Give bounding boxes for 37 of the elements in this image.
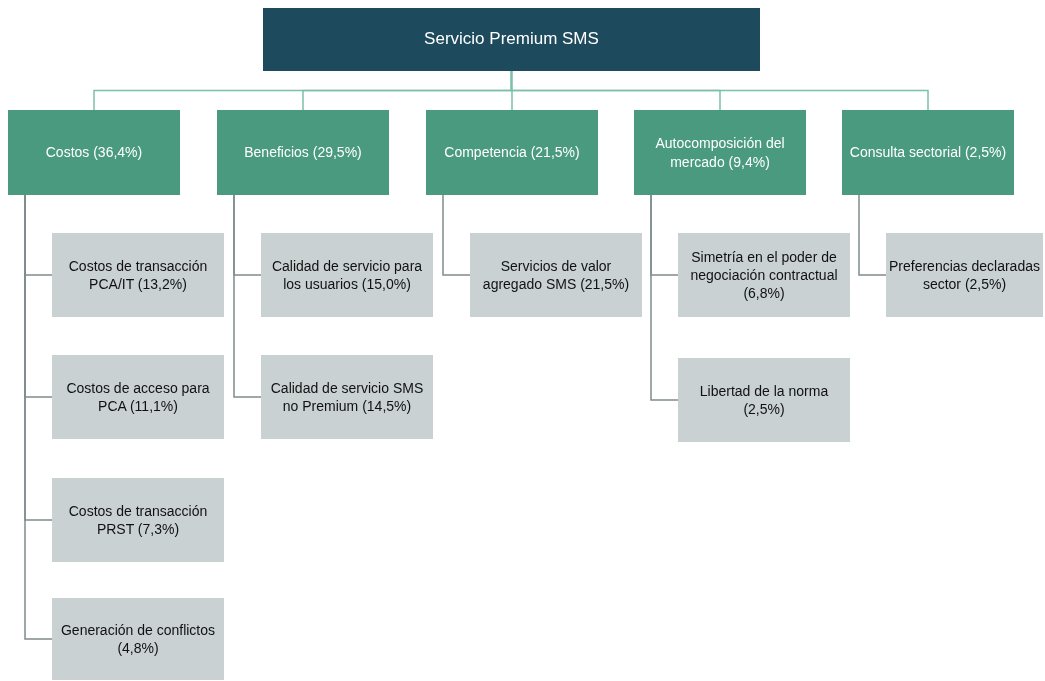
criterion-box [52, 233, 224, 317]
box-label: Calidad de servicio SMS no Premium (14,5%) [269, 378, 425, 416]
box-label: Libertad de la norma (2,5%) [698, 381, 830, 419]
criterion-box [52, 478, 224, 562]
box-label: Costos de transacción PRST (7,3%) [67, 501, 209, 539]
box-label: Preferencias declaradas sector (2,5%) [889, 256, 1040, 294]
criterion-box [261, 355, 433, 439]
criterion-box [52, 598, 224, 680]
category-box [8, 110, 180, 195]
box-label: Servicios de valor agregado SMS (21,5%) [481, 256, 631, 294]
box-label: Autocomposición del mercado (9,4%) [654, 134, 786, 171]
box-label: Generación de conflictos (4,8%) [59, 620, 217, 658]
connector-line [442, 194, 471, 276]
criterion-box [886, 233, 1043, 317]
box-label: Servicio Premium SMS [424, 28, 599, 51]
category-box [217, 110, 389, 195]
category-box [634, 110, 806, 195]
box-label: Calidad de servicio para los usuarios (15,0%) [270, 256, 424, 294]
root-box [263, 8, 760, 71]
criterion-box [261, 233, 433, 317]
connector-line [650, 194, 679, 401]
criterion-box [678, 358, 850, 442]
box-label: Simetría en el poder de negociación contractual (6,8%) [689, 247, 839, 303]
criterion-box [470, 233, 642, 317]
category-box [842, 110, 1014, 195]
box-label: Beneficios (29,5%) [244, 143, 362, 162]
connector-line [233, 194, 262, 398]
connector-line [858, 194, 887, 276]
box-label: Costos (36,4%) [45, 143, 143, 162]
criterion-box [52, 355, 224, 439]
criterion-box [678, 233, 850, 317]
box-label: Costos de acceso para PCA (11,1%) [65, 378, 211, 416]
box-label: Consulta sectorial (2,5%) [849, 143, 1007, 162]
connector-line [510, 70, 929, 111]
box-label: Costos de transacción PCA/IT (13,2%) [67, 256, 209, 294]
category-box [426, 110, 598, 195]
box-label: Competencia (21,5%) [444, 143, 580, 162]
